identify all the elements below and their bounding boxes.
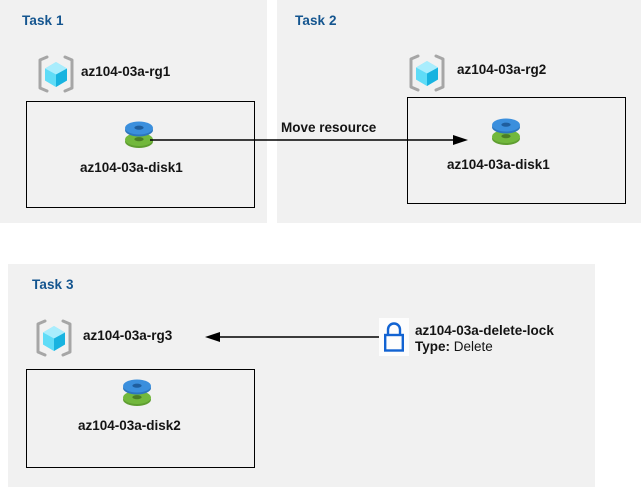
resource-group-icon: [36, 319, 72, 357]
resource-group-label-1: az104-03a-rg1: [81, 64, 171, 79]
resource-label-disk1-moved: az104-03a-disk1: [447, 157, 550, 172]
delete-lock-type-row: Type: Delete: [415, 339, 554, 355]
managed-disk-icon: [492, 118, 520, 145]
task-title-2: Task 2: [295, 13, 337, 28]
task-title-1: Task 1: [22, 13, 64, 28]
resource-box-2: [407, 97, 626, 204]
resource-group-label-2: az104-03a-rg2: [457, 62, 547, 77]
resource-box-1: [26, 101, 255, 208]
managed-disk-icon: [123, 379, 151, 406]
task-title-3: Task 3: [32, 277, 74, 292]
lock-icon: [379, 318, 409, 356]
delete-lock-arrow: [205, 332, 380, 342]
delete-lock-text-block: az104-03a-delete-lock Type: Delete: [415, 323, 554, 355]
delete-lock-name: az104-03a-delete-lock: [415, 323, 554, 338]
resource-group-icon: [409, 54, 445, 92]
resource-label-disk2: az104-03a-disk2: [78, 418, 181, 433]
resource-group-label-3: az104-03a-rg3: [83, 328, 173, 343]
resource-group-icon: [38, 55, 74, 93]
delete-lock-type-value: Delete: [453, 339, 493, 354]
managed-disk-icon: [125, 121, 153, 148]
move-resource-label: Move resource: [281, 120, 377, 135]
move-resource-arrow: [150, 135, 468, 145]
delete-lock-type-key: Type:: [415, 339, 451, 354]
resource-label-disk1: az104-03a-disk1: [80, 160, 183, 175]
